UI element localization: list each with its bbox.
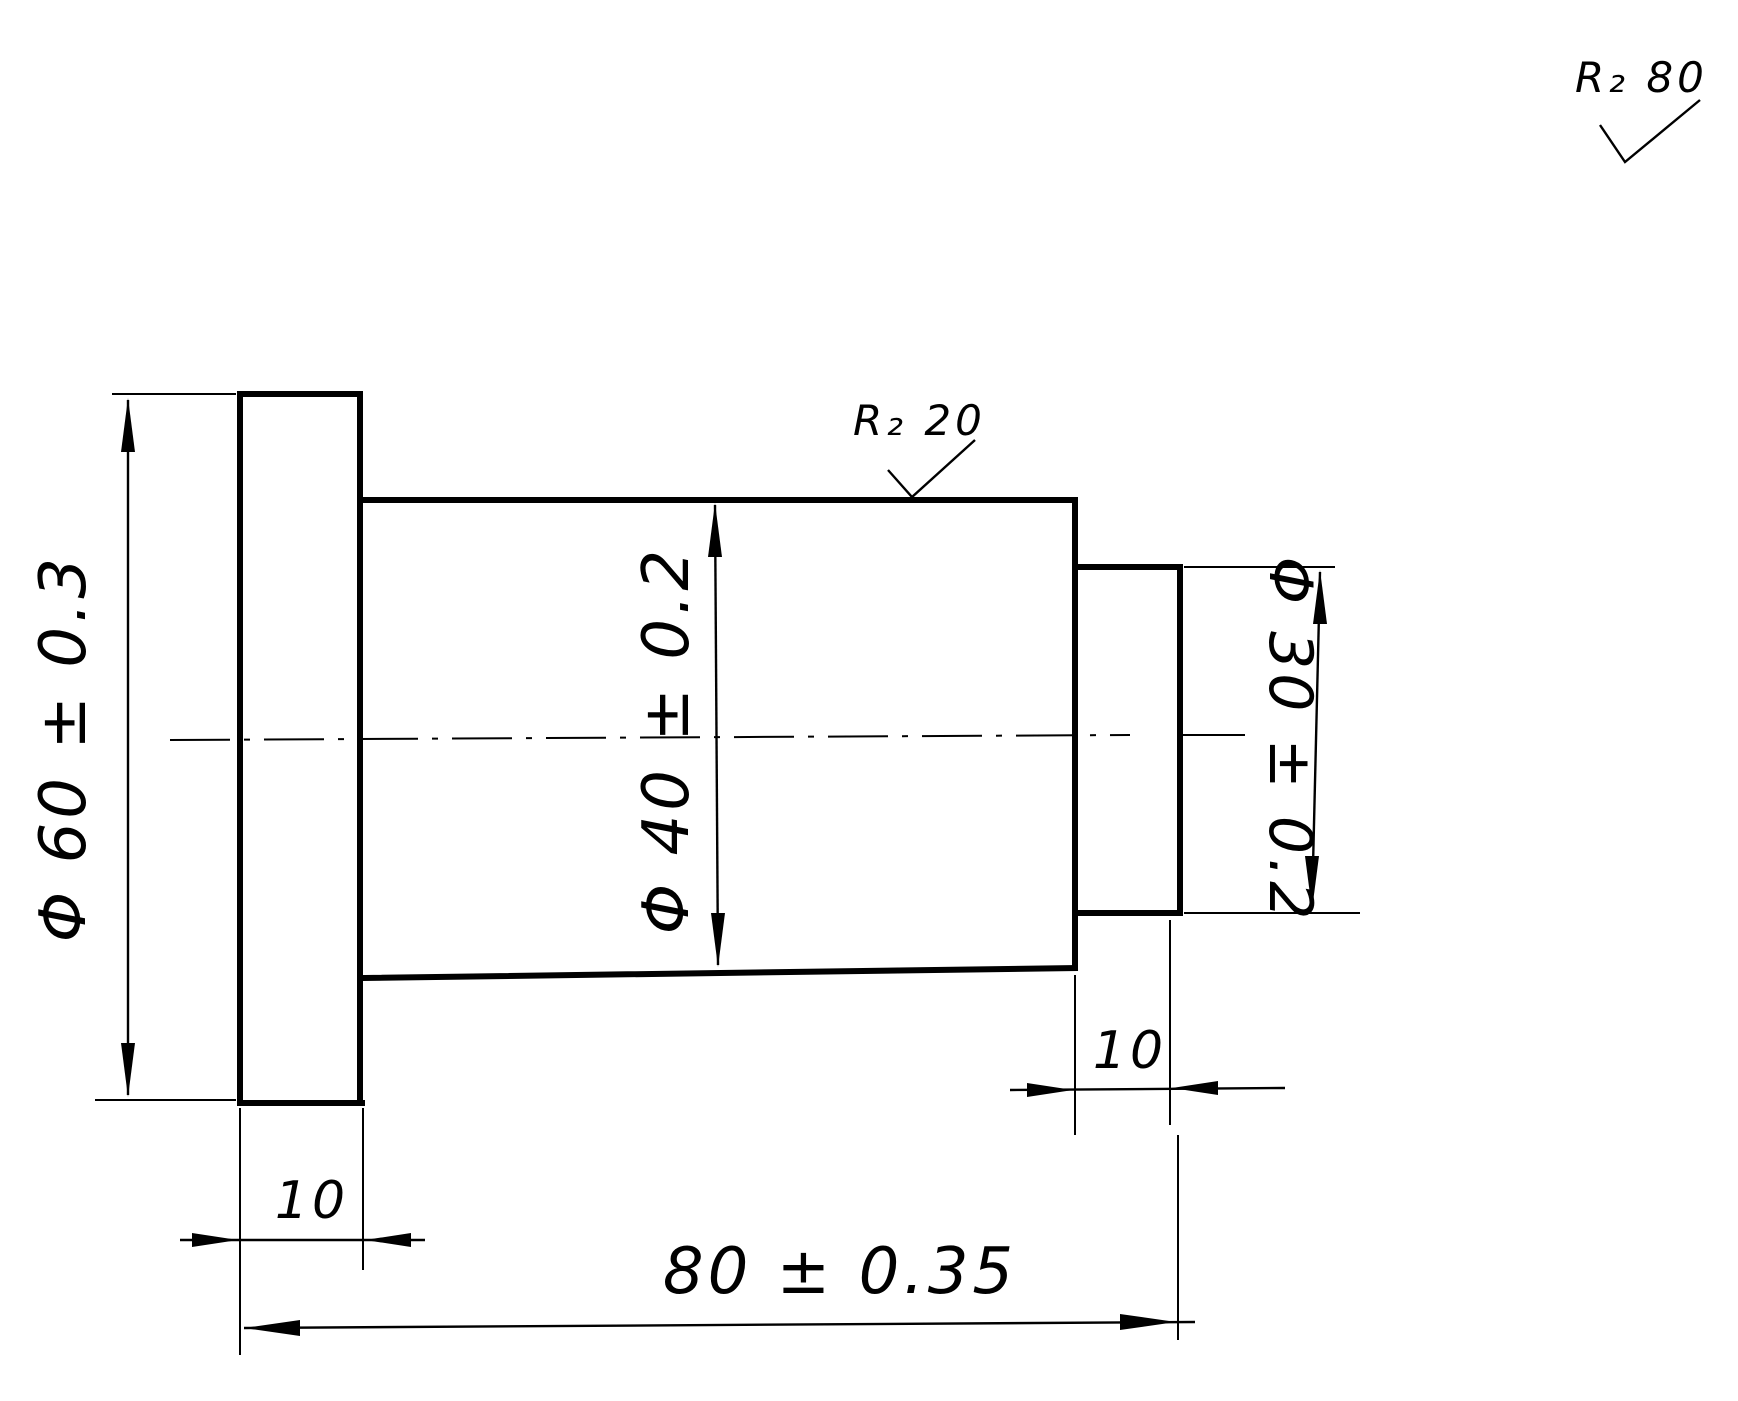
middle-bottom-edge [361, 964, 1079, 982]
dim-dia-end: Φ 30 ± 0.2 [1184, 557, 1360, 923]
dim-len-total: 80 ± 0.35 [243, 1135, 1196, 1340]
shaft-outline [237, 391, 1183, 1106]
general-roughness-symbol: R₂ 80 [1575, 53, 1708, 164]
arrow-up-icon [121, 398, 135, 452]
dim-dia-flange: Φ 60 ± 0.3 [27, 393, 236, 1101]
arrow-right-icon [1027, 1083, 1073, 1097]
flange-outline [237, 391, 363, 1103]
dim-text-len-total: 80 ± 0.35 [663, 1235, 1017, 1309]
dim-line-total [243, 1320, 1196, 1330]
dim-len-end: 10 [1009, 920, 1286, 1135]
dim-text-len-flange: 10 [275, 1171, 349, 1231]
dim-text-len-end: 10 [1093, 1021, 1167, 1081]
arrow-down-icon [711, 913, 725, 967]
general-roughness-label: R₂ 80 [1575, 53, 1708, 102]
dim-line-end [1310, 571, 1322, 909]
dim-line-middle [713, 504, 720, 966]
dim-text-dia-middle: Φ 40 ± 0.2 [630, 546, 704, 934]
middle-roughness-check-icon [887, 439, 976, 499]
middle-roughness-label: R₂ 20 [853, 396, 986, 445]
roughness-check-icon [1599, 99, 1701, 164]
middle-roughness-symbol: R₂ 20 [853, 396, 986, 499]
arrow-up-icon [1313, 570, 1327, 624]
arrow-down-icon [121, 1043, 135, 1097]
dim-len-flange: 10 [180, 1108, 425, 1355]
arrow-up-icon [708, 503, 722, 557]
dim-text-dia-flange: Φ 60 ± 0.3 [27, 554, 101, 942]
dim-dia-middle: Φ 40 ± 0.2 [630, 503, 725, 967]
arrow-left-icon [365, 1233, 411, 1247]
arrow-left-icon [1172, 1081, 1218, 1095]
dim-text-dia-end: Φ 30 ± 0.2 [1255, 557, 1325, 923]
arrow-down-icon [1305, 856, 1319, 910]
arrow-left-icon [244, 1320, 300, 1336]
centerline [169, 734, 1131, 741]
arrow-right-icon [1120, 1314, 1176, 1330]
arrow-right-icon [192, 1233, 238, 1247]
